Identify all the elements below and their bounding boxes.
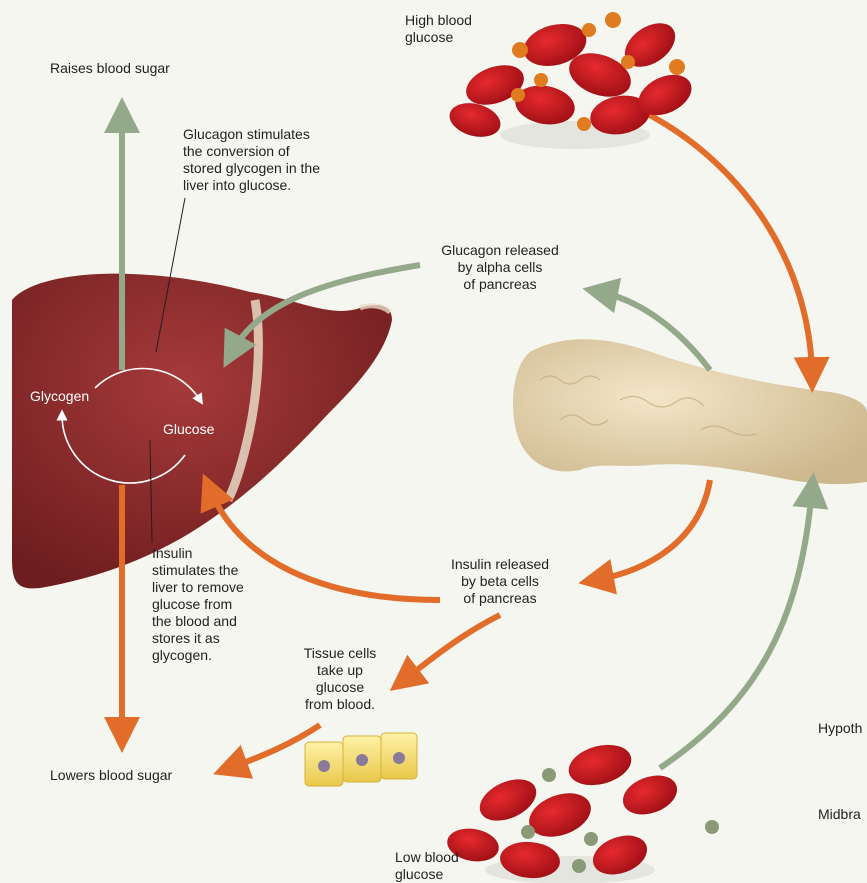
arrow-high-glucose-to-pancreas: [640, 110, 812, 375]
label-insulin-stimulates: Insulin stimulates the liver to remove g…: [152, 545, 244, 664]
label-glucose: Glucose: [163, 421, 214, 438]
label-high-blood-glucose: High blood glucose: [405, 12, 472, 46]
tissue-cells: [305, 733, 417, 786]
label-hypothalamus-cut: Hypoth: [818, 720, 862, 737]
label-midbrain-cut: Midbra: [818, 806, 861, 823]
label-lowers-blood-sugar: Lowers blood sugar: [50, 767, 172, 784]
label-raises-blood-sugar: Raises blood sugar: [50, 60, 170, 77]
label-glycogen: Glycogen: [30, 388, 89, 405]
low-blood-glucose-cells: [445, 738, 719, 883]
arrow-insulin-to-liver: [210, 490, 440, 600]
label-insulin-released: Insulin released by beta cells of pancre…: [425, 556, 575, 607]
label-tissue-cells: Tissue cells take up glucose from blood.: [285, 645, 395, 713]
high-blood-glucose-cells: [446, 12, 698, 149]
arrow-insulin-to-tissue: [404, 615, 500, 680]
arrow-low-glucose-to-pancreas: [660, 490, 812, 768]
arrow-pancreas-to-insulin: [596, 480, 710, 580]
label-low-blood-glucose: Low blood glucose: [395, 849, 459, 883]
label-glucagon-stimulates: Glucagon stimulates the conversion of st…: [183, 126, 320, 194]
label-glucagon-released: Glucagon released by alpha cells of panc…: [420, 242, 580, 293]
